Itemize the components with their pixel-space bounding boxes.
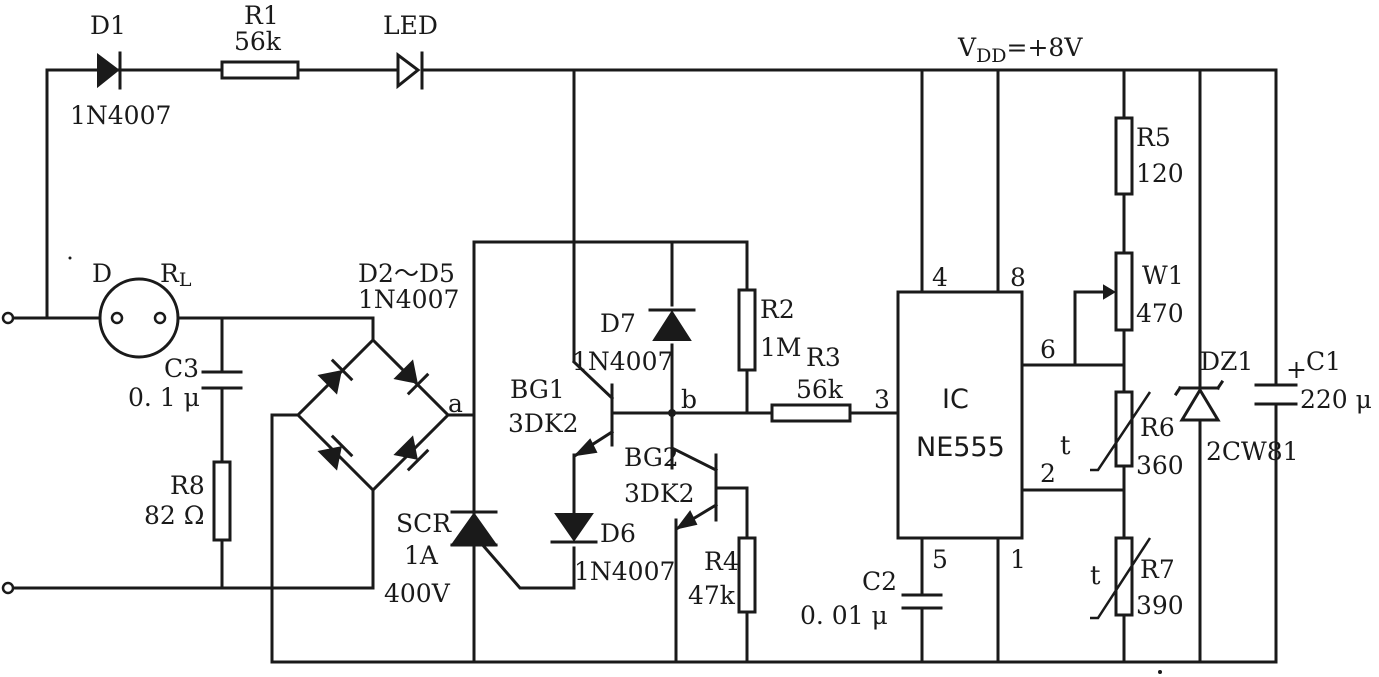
- label-r5-value: 120: [1136, 159, 1184, 188]
- scr-symbol: [450, 510, 498, 547]
- label-r7: R7: [1140, 555, 1175, 584]
- label-t6: t: [1060, 431, 1071, 461]
- label-c3-value: 0. 1 μ: [128, 383, 200, 412]
- label-r1: R1: [244, 1, 279, 30]
- load-socket-symbol: [98, 277, 180, 359]
- label-r2: R2: [760, 295, 795, 324]
- ic-ne555-box: [896, 290, 1024, 540]
- input-terminal-top: [1, 311, 15, 325]
- label-r4-value: 47k: [688, 581, 736, 610]
- bridge-rectifier-symbol: [295, 337, 451, 493]
- capacitor-c1-symbol: [1254, 383, 1298, 406]
- label-r5: R5: [1136, 123, 1171, 152]
- label-pin-2: 2: [1040, 459, 1056, 488]
- wires: [10, 68, 1278, 664]
- label-r8: R8: [170, 471, 205, 500]
- label-w1-value: 470: [1136, 299, 1184, 328]
- label-pin-1: 1: [1010, 545, 1026, 574]
- label-node-b: b: [681, 385, 697, 414]
- resistor-r2-symbol: [737, 288, 757, 372]
- stray-dot: [1158, 670, 1162, 674]
- label-r3: R3: [806, 343, 841, 372]
- label-r4: R4: [704, 547, 739, 576]
- thermistor-r6-symbol: [1090, 390, 1152, 472]
- resistor-r5-symbol: [1114, 116, 1134, 196]
- label-d1: D1: [90, 11, 126, 40]
- diode-d7-symbol: [648, 308, 696, 341]
- label-t7: t: [1090, 561, 1101, 591]
- label-scr-voltage: 400V: [384, 579, 451, 608]
- led-symbol: [396, 51, 424, 90]
- label-vdd: VDD=+8V: [957, 33, 1083, 67]
- label-scr: SCR: [396, 509, 452, 538]
- resistor-r3-symbol: [770, 403, 852, 423]
- label-pin-6: 6: [1040, 335, 1056, 364]
- label-r3-value: 56k: [796, 375, 844, 404]
- label-pin-4: 4: [932, 263, 948, 292]
- potentiometer-w1-symbol: [1103, 251, 1134, 332]
- label-d6-part: 1N4007: [574, 557, 675, 586]
- label-dz1: DZ1: [1200, 347, 1253, 376]
- zener-dz1-symbol: [1173, 379, 1225, 422]
- label-r1-value: 56k: [234, 27, 282, 56]
- label-r6-value: 360: [1136, 451, 1184, 480]
- capacitor-c3-symbol: [201, 370, 243, 390]
- label-r2-value: 1M: [760, 333, 802, 362]
- label-bg2-part: 3DK2: [624, 479, 695, 508]
- stray-dot: [68, 256, 72, 260]
- resistor-r1-symbol: [220, 60, 300, 80]
- label-node-a: a: [448, 389, 463, 418]
- labels: D1 1N4007 R1 56k LED VDD=+8V D RL D2～D5 …: [70, 1, 1372, 630]
- label-d2-d5-part: 1N4007: [358, 285, 459, 314]
- label-c1: C1: [1306, 347, 1341, 376]
- resistor-r8-symbol: [212, 460, 232, 542]
- label-d2-d5: D2～D5: [358, 259, 455, 288]
- capacitor-c2-symbol: [901, 593, 943, 610]
- label-scr-current: 1A: [404, 541, 439, 570]
- label-c1-value: 220 μ: [1300, 385, 1372, 414]
- label-w1: W1: [1142, 261, 1184, 290]
- label-r8-value: 82 Ω: [144, 501, 205, 530]
- label-pin-8: 8: [1010, 263, 1026, 292]
- label-r6: R6: [1140, 413, 1175, 442]
- diode-d1-symbol: [97, 51, 122, 90]
- label-dz1-part: 2CW81: [1206, 437, 1299, 466]
- label-ic: IC: [942, 384, 969, 415]
- thermistor-r7-symbol: [1090, 536, 1152, 620]
- transistor-bg2-symbol: [669, 445, 719, 531]
- node-b-dot: [668, 409, 676, 417]
- label-bg1-part: 3DK2: [508, 409, 579, 438]
- label-c1-plus: +: [1286, 355, 1307, 384]
- label-ic-part: NE555: [916, 432, 1005, 463]
- label-bg1: BG1: [510, 375, 565, 404]
- label-pin-5: 5: [932, 545, 948, 574]
- input-terminal-bottom: [1, 581, 15, 595]
- diode-d6-symbol: [550, 513, 598, 544]
- label-d7-part: 1N4007: [572, 347, 673, 376]
- label-d6: D6: [600, 519, 636, 548]
- label-pin-3: 3: [874, 385, 890, 414]
- label-c2-value: 0. 01 μ: [800, 601, 888, 630]
- label-r7-value: 390: [1136, 591, 1184, 620]
- transistor-bg1-symbol: [571, 359, 615, 458]
- label-led: LED: [383, 11, 438, 40]
- label-rl: RL: [160, 259, 192, 291]
- label-d1-part: 1N4007: [70, 101, 171, 130]
- label-d-socket: D: [92, 259, 112, 288]
- label-c2: C2: [862, 567, 897, 596]
- label-bg2: BG2: [624, 443, 679, 472]
- label-c3: C3: [164, 354, 199, 383]
- resistor-r4-symbol: [737, 536, 757, 614]
- label-d7: D7: [600, 309, 636, 338]
